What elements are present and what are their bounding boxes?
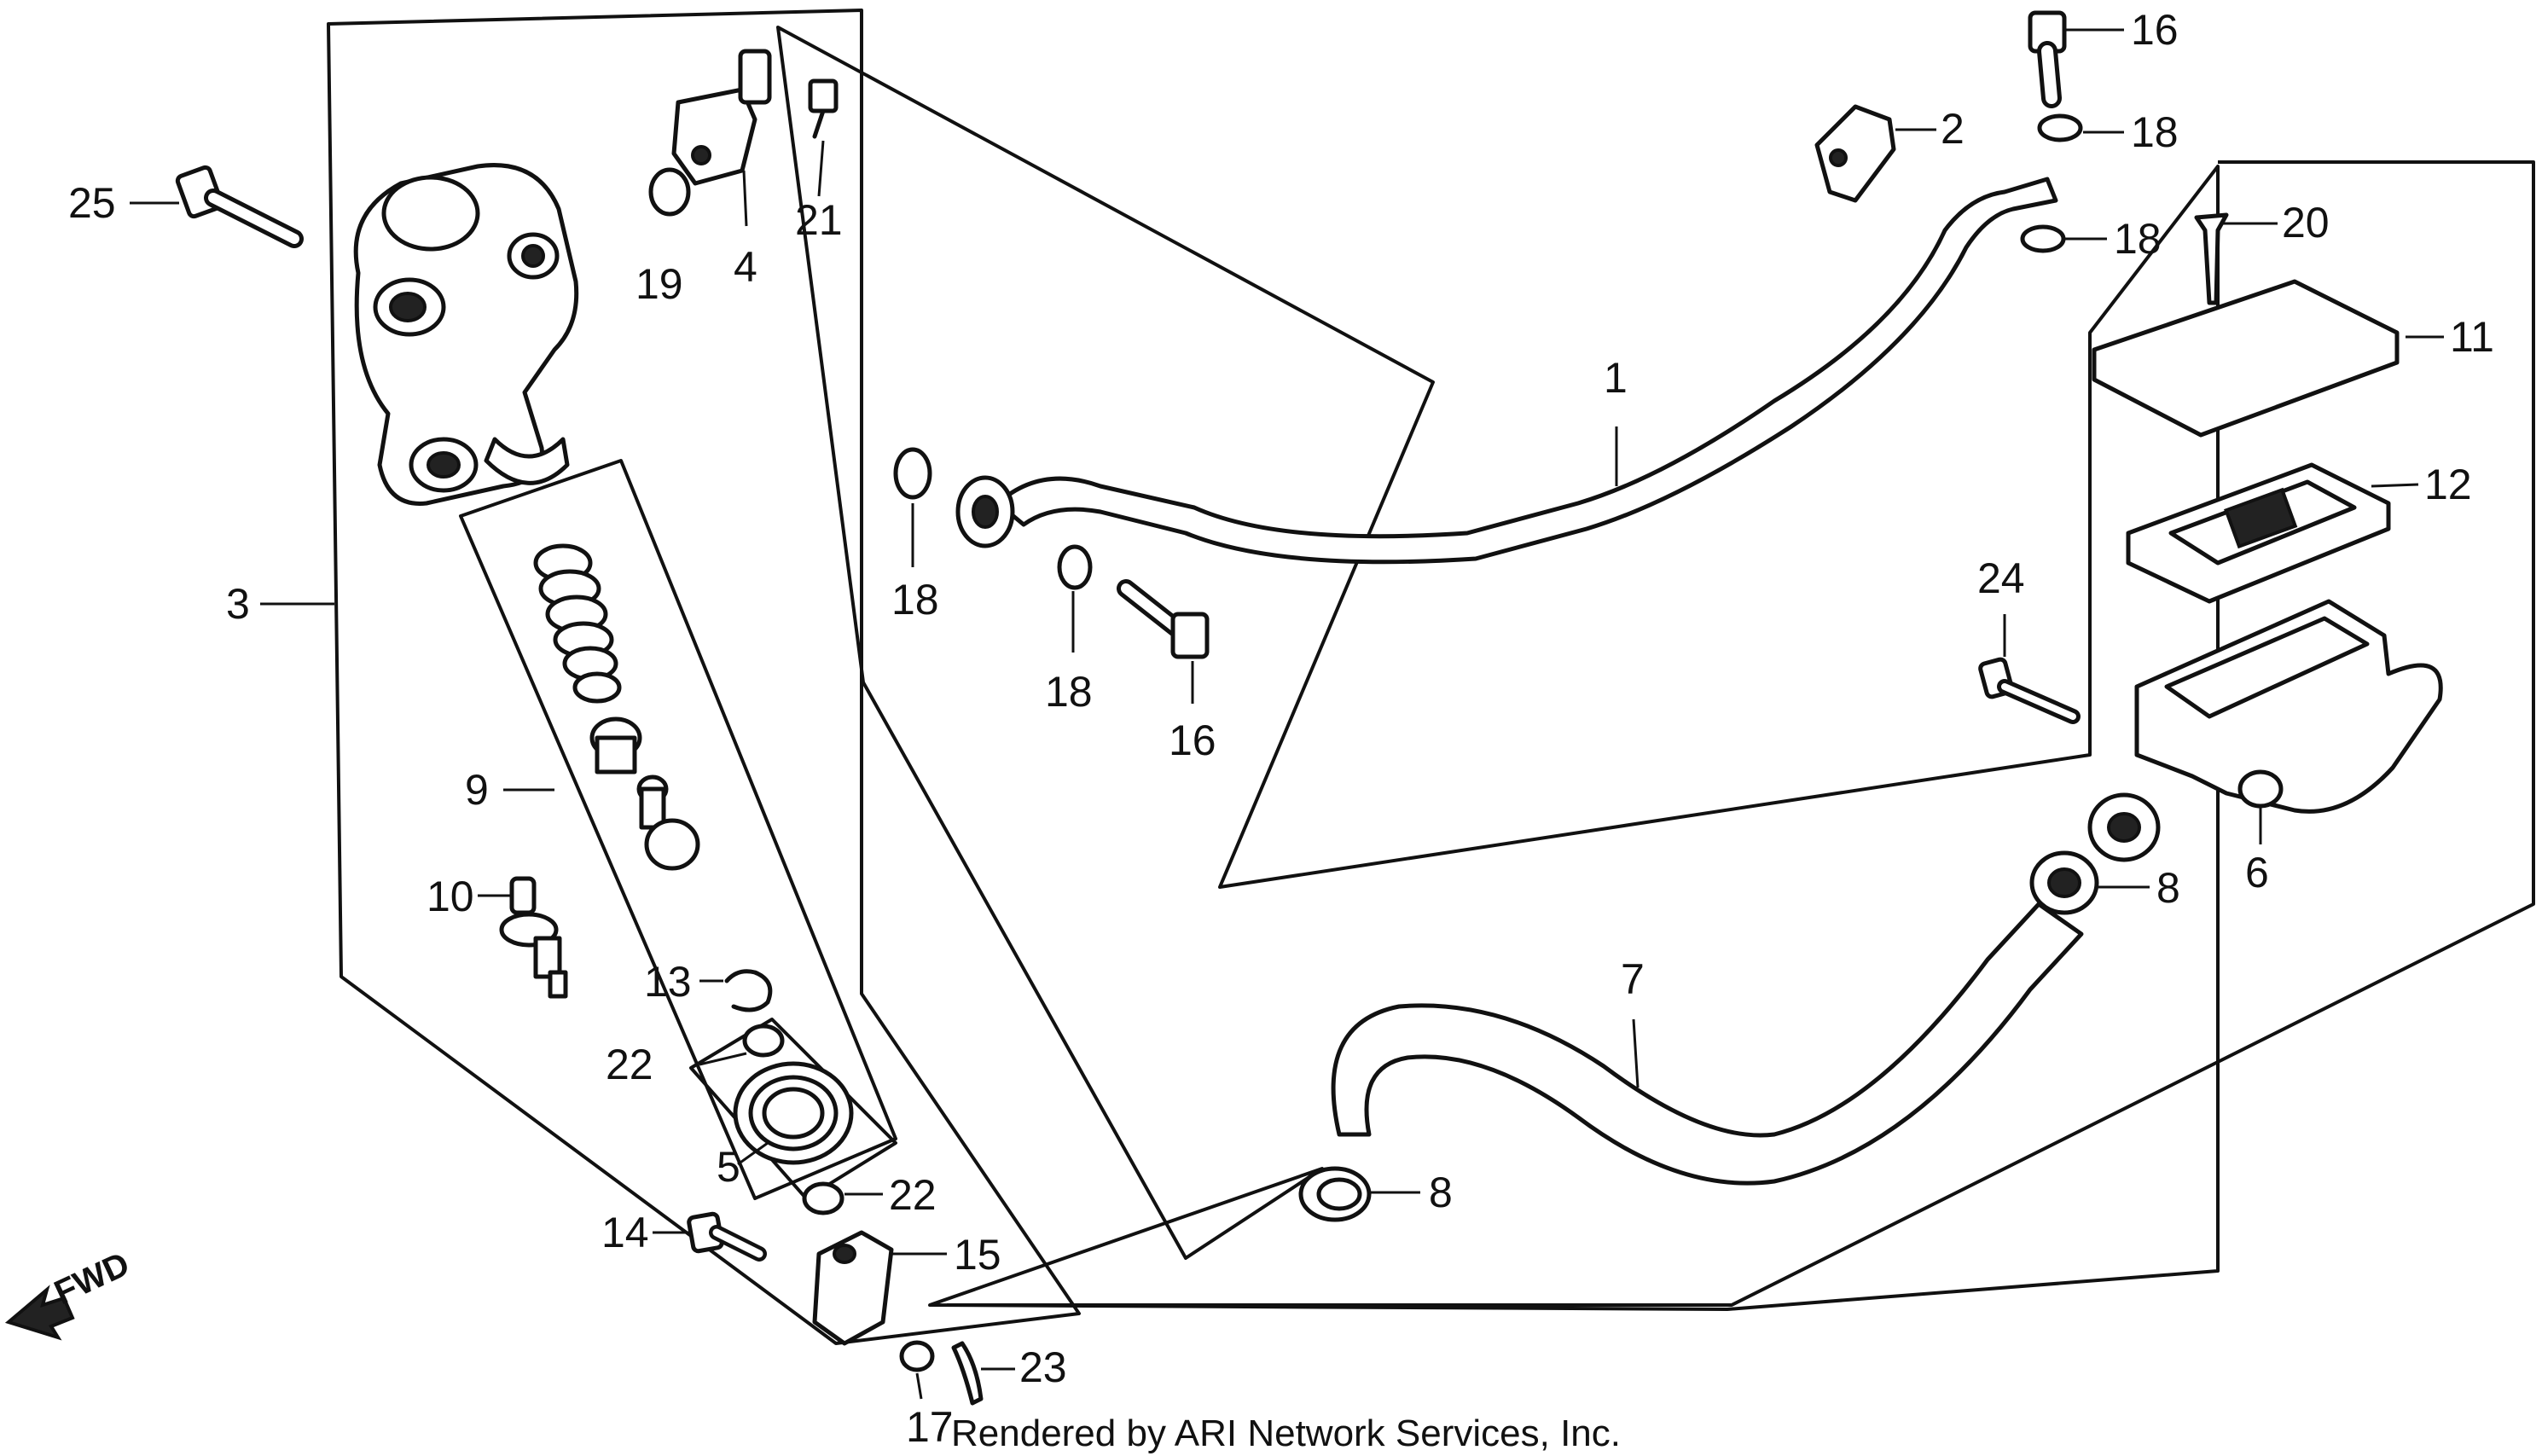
group-outline-master-cylinder bbox=[327, 9, 1081, 1345]
reservoir-cap-11 bbox=[2092, 279, 2400, 438]
callout-22a: 22 bbox=[606, 1041, 653, 1088]
callout-8a: 8 bbox=[2156, 864, 2180, 912]
callout-18b: 18 bbox=[1045, 668, 1093, 716]
nut-22-upper bbox=[742, 1024, 785, 1058]
boot-5 bbox=[733, 1061, 854, 1165]
callout-6: 6 bbox=[2245, 849, 2269, 896]
callout-23: 23 bbox=[1019, 1343, 1067, 1391]
nut-22-lower bbox=[802, 1181, 844, 1215]
callout-4: 4 bbox=[734, 243, 757, 291]
callout-18c: 18 bbox=[2131, 108, 2179, 156]
hose-clamp-8-upper bbox=[2029, 850, 2099, 915]
brake-hose-1 bbox=[955, 177, 2058, 565]
reservoir-hose-7 bbox=[1331, 902, 2084, 1186]
callout-2: 2 bbox=[1941, 105, 1965, 153]
group-outline-piston-kit bbox=[459, 459, 897, 1200]
callout-8b: 8 bbox=[1429, 1169, 1453, 1216]
washer-18-a bbox=[893, 447, 932, 500]
callout-3: 3 bbox=[226, 580, 250, 628]
hose-clamp-8-lower bbox=[1298, 1166, 1372, 1222]
group-outline-reservoir bbox=[947, 160, 2535, 1307]
credit-text: Rendered by ARI Network Services, Inc. bbox=[951, 1412, 1621, 1454]
callout-16a: 16 bbox=[2131, 6, 2179, 54]
bleeder-screw-21 bbox=[808, 78, 839, 139]
clevis-15 bbox=[812, 1230, 894, 1346]
callout-11: 11 bbox=[2450, 313, 2494, 361]
washer-18-b bbox=[1057, 544, 1093, 590]
screw-20 bbox=[2194, 212, 2229, 305]
callout-24: 24 bbox=[1977, 554, 2025, 602]
callout-17: 17 bbox=[906, 1403, 954, 1451]
group-outline-hose-assembly bbox=[776, 26, 2220, 1311]
cotter-pin-23 bbox=[951, 1341, 984, 1406]
washer-17 bbox=[899, 1340, 935, 1372]
callout-5: 5 bbox=[717, 1143, 740, 1191]
washer-18-c bbox=[2037, 113, 2083, 142]
leader-lines bbox=[130, 28, 2444, 1400]
callout-15: 15 bbox=[954, 1231, 1001, 1279]
callout-18d: 18 bbox=[2114, 215, 2162, 263]
snap-ring-13 bbox=[724, 969, 773, 1012]
bleeder-fitting-4 bbox=[671, 49, 772, 186]
fwd-label: FWD bbox=[49, 1245, 135, 1312]
callout-7: 7 bbox=[1621, 955, 1645, 1003]
bolt-24 bbox=[1978, 657, 2081, 724]
bolt-14 bbox=[687, 1211, 767, 1262]
piston-spring-9 bbox=[533, 543, 700, 871]
callout-16b: 16 bbox=[1169, 716, 1216, 764]
callout-1: 1 bbox=[1604, 354, 1628, 402]
callout-labels: 1 2 3 4 5 6 7 8 8 9 10 11 12 13 14 15 16… bbox=[68, 6, 2494, 1451]
bolt-25 bbox=[175, 165, 304, 248]
callout-14: 14 bbox=[601, 1209, 649, 1256]
callout-21: 21 bbox=[795, 196, 843, 244]
banjo-bolt-16-lower bbox=[1117, 579, 1210, 659]
diaphragm-12 bbox=[2126, 462, 2391, 604]
master-cylinder-6 bbox=[2087, 599, 2443, 862]
callout-10: 10 bbox=[427, 873, 474, 920]
callout-12: 12 bbox=[2424, 461, 2472, 508]
o-ring-19 bbox=[648, 167, 691, 217]
callout-13: 13 bbox=[644, 958, 692, 1006]
hose-bracket-2 bbox=[1814, 104, 1896, 203]
callout-19: 19 bbox=[636, 260, 683, 308]
callout-22b: 22 bbox=[889, 1171, 937, 1219]
callout-18a: 18 bbox=[891, 576, 939, 624]
slave-cylinder-body bbox=[353, 163, 579, 506]
fitting-10 bbox=[499, 876, 568, 999]
callout-25: 25 bbox=[68, 179, 116, 227]
banjo-bolt-16-upper bbox=[2028, 10, 2067, 108]
fwd-arrow-icon: FWD bbox=[4, 1245, 135, 1341]
callout-20: 20 bbox=[2282, 199, 2330, 247]
callout-9: 9 bbox=[465, 766, 489, 814]
washer-18-d bbox=[2020, 224, 2066, 253]
